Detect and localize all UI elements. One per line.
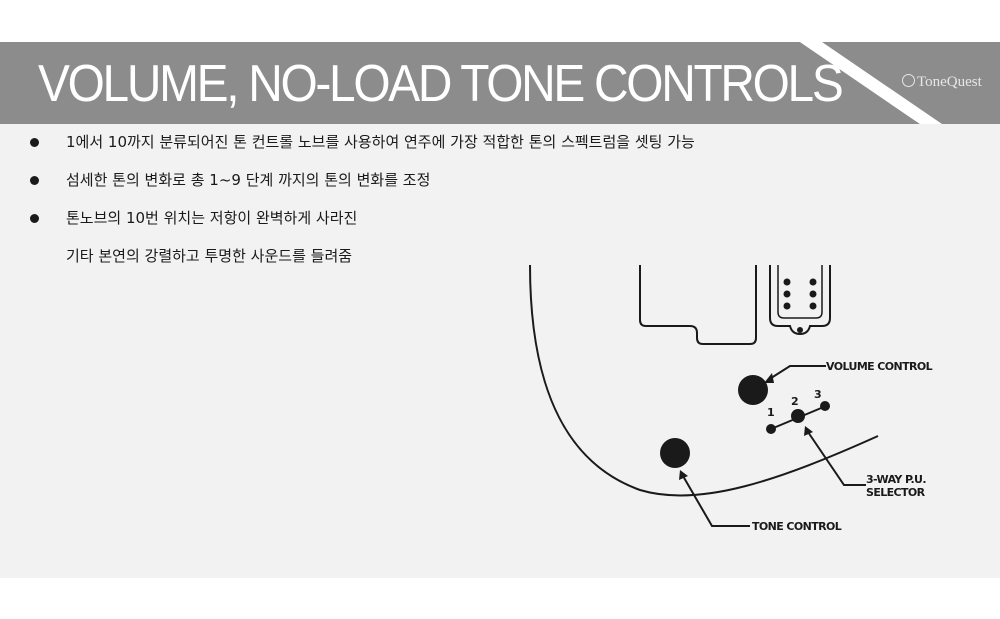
bullet-list: 1에서 10까지 분류되어진 톤 컨트롤 노브를 사용하여 연주에 가장 적합한… — [30, 132, 695, 284]
bridge-pickup-outline — [769, 265, 831, 336]
bridge-pickup-inner — [777, 265, 823, 319]
volume-knob — [738, 375, 768, 405]
tone-arrowhead — [679, 470, 688, 480]
slide-title: VOLUME, NO-LOAD TONE CONTROLS — [38, 55, 844, 113]
guitar-body-outline — [529, 264, 879, 497]
bullet-text: 톤노브의 10번 위치는 저항이 완벽하게 사라진 — [66, 209, 358, 227]
tonequest-logo: ToneQuest — [902, 74, 982, 91]
selector-knob — [791, 409, 805, 423]
bullet-item: 1에서 10까지 분류되어진 톤 컨트롤 노브를 사용하여 연주에 가장 적합한… — [30, 132, 695, 152]
tone-knob — [660, 438, 690, 468]
bullet-continuation: 기타 본연의 강렬하고 투명한 사운드를 들려줌 — [66, 247, 353, 265]
volume-pointer-line — [767, 365, 826, 381]
selector-pointer-line — [807, 431, 866, 486]
selector-position-2-label: 2 — [791, 395, 798, 408]
title-bar-shape — [0, 42, 1000, 124]
title-bar: VOLUME, NO-LOAD TONE CONTROLS ToneQuest — [0, 42, 1000, 124]
bullet-text: 섬세한 톤의 변화로 총 1~9 단계 까지의 톤의 변화를 조정 — [66, 171, 431, 189]
guitar-control-diagram: VOLUME CONTROL 1 2 3 3-WAY P.U. SELECTOR… — [529, 264, 933, 533]
selector-position-3-label: 3 — [814, 388, 821, 401]
bullet-text: 1에서 10까지 분류되어진 톤 컨트롤 노브를 사용하여 연주에 가장 적합한… — [66, 133, 695, 151]
bullet-dot-icon — [30, 138, 39, 147]
logo-text: ToneQuest — [917, 74, 982, 90]
bullet-item: 섬세한 톤의 변화로 총 1~9 단계 까지의 톤의 변화를 조정 — [30, 170, 695, 190]
selector-position-1-dot — [766, 424, 776, 434]
volume-arrowhead — [764, 373, 774, 383]
tone-control-label: TONE CONTROL — [752, 520, 842, 533]
bullet-dot-icon — [30, 176, 39, 185]
bullet-dot-icon — [30, 214, 39, 223]
selector-arrowhead — [804, 426, 813, 436]
volume-control-label: VOLUME CONTROL — [826, 360, 933, 373]
pickup-screw-icon — [797, 327, 803, 333]
selector-position-1-label: 1 — [767, 406, 774, 419]
pickup-cavity-outline — [639, 265, 757, 345]
selector-position-3-dot — [820, 401, 830, 411]
pickup-pole-pieces — [783, 278, 817, 310]
tone-pointer-line — [682, 475, 750, 527]
logo-circle-icon — [902, 74, 915, 87]
selector-label-line1: 3-WAY P.U. — [866, 473, 926, 486]
slide: VOLUME, NO-LOAD TONE CONTROLS ToneQuest — [0, 42, 1000, 578]
selector-label-line2: SELECTOR — [866, 486, 926, 499]
